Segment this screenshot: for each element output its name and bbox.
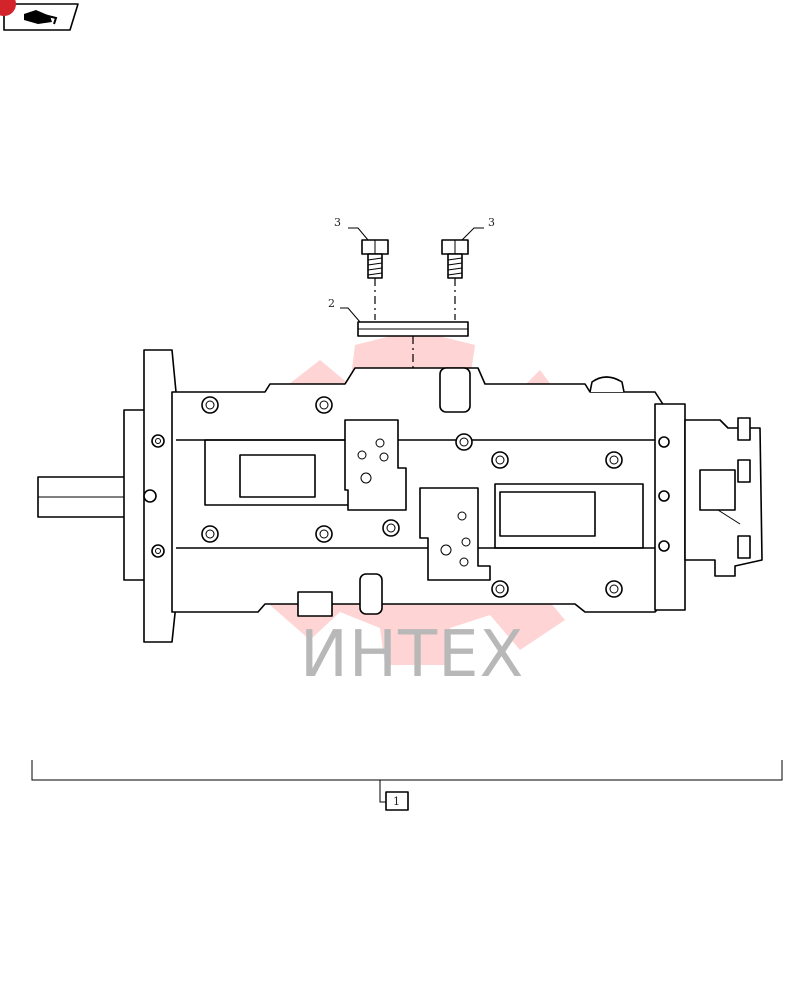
pump-assembly bbox=[37, 349, 763, 643]
svg-text:3: 3 bbox=[488, 216, 495, 229]
bolt-right bbox=[441, 239, 469, 320]
callout-1: 1 bbox=[385, 791, 409, 811]
callout-3-left: 3 bbox=[334, 216, 369, 241]
svg-text:3: 3 bbox=[334, 216, 341, 229]
corner-badge[interactable] bbox=[0, 0, 79, 31]
bolt-left bbox=[361, 239, 389, 320]
callout-3-right: 3 bbox=[461, 216, 495, 241]
svg-text:2: 2 bbox=[328, 297, 335, 310]
callout-2: 2 bbox=[328, 297, 361, 323]
plate bbox=[357, 321, 469, 368]
assembly-bracket bbox=[31, 760, 783, 803]
book-arrow-icon bbox=[24, 10, 58, 25]
svg-text:1: 1 bbox=[393, 795, 400, 808]
watermark-text: ИНТЕХ bbox=[300, 618, 524, 692]
